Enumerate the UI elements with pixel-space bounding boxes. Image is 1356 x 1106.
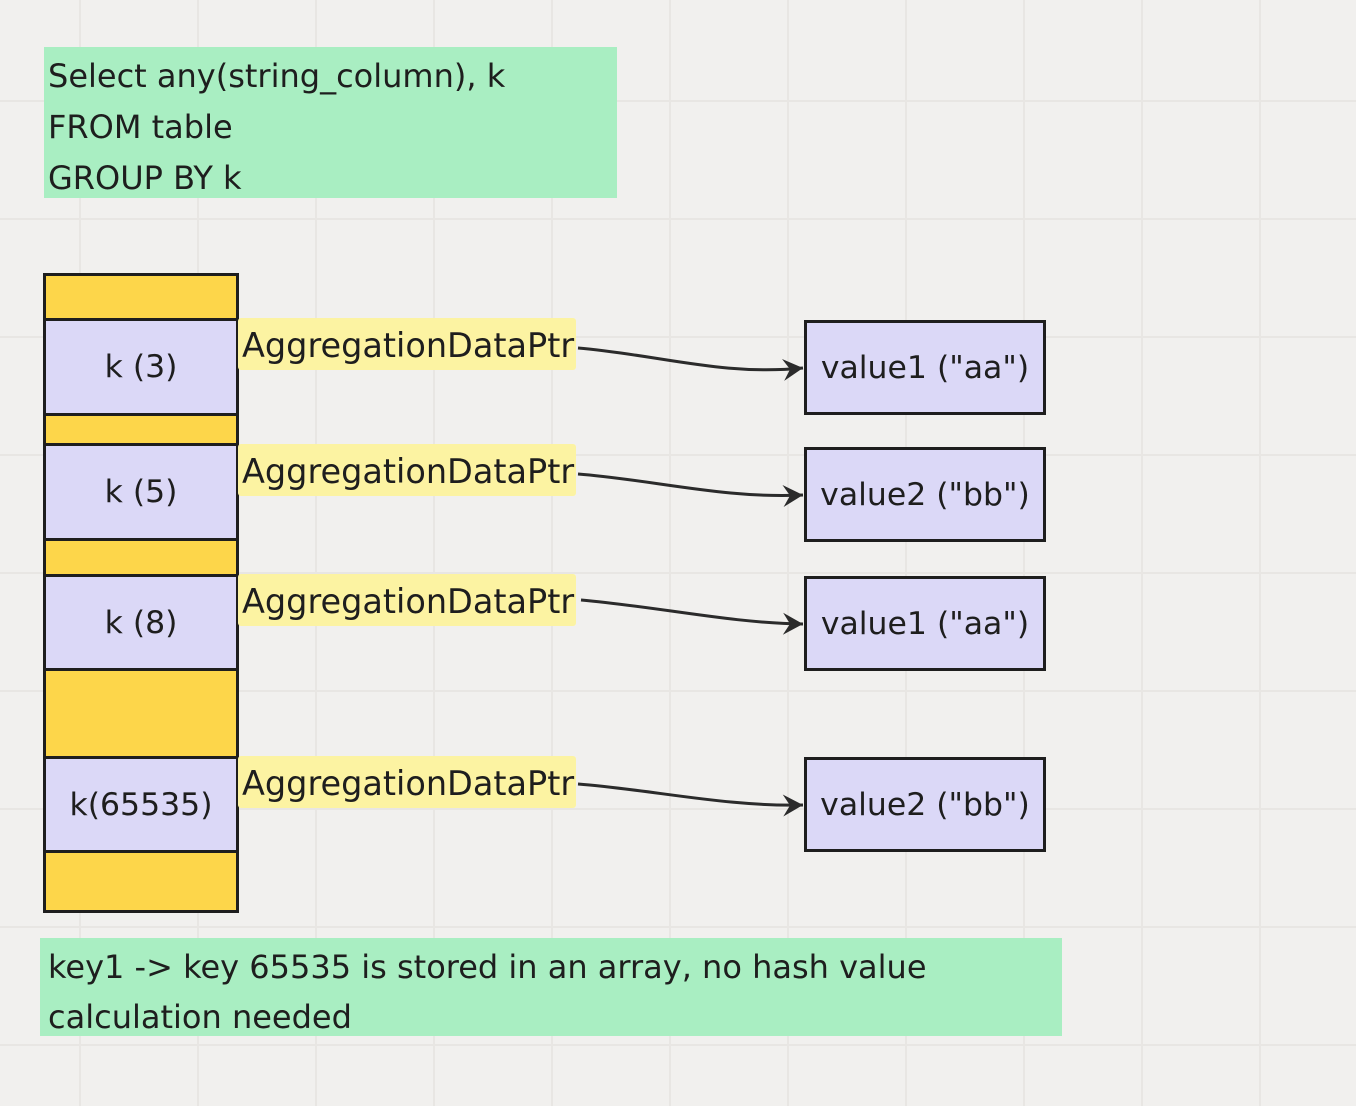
value-box-label: value1 ("aa")	[820, 605, 1030, 642]
aggregation-data-ptr-label: AggregationDataPtr	[238, 574, 576, 626]
sql-query-note: Select any(string_column), k FROM table …	[44, 47, 617, 198]
array-cell-key-3: k (3)	[46, 318, 236, 413]
key-array-column: k (3) k (5) k (8) k(65535)	[43, 273, 239, 913]
sql-query-line: FROM table	[48, 108, 233, 146]
pointer-arrow-2	[577, 472, 804, 508]
array-cell-empty	[46, 538, 236, 574]
pointer-arrow-1	[577, 346, 804, 381]
sql-query-line: Select any(string_column), k	[48, 57, 506, 95]
array-cell-label: k (5)	[104, 474, 178, 510]
array-cell-empty	[46, 276, 236, 318]
value-box-3: value1 ("aa")	[804, 576, 1046, 671]
value-box-label: value2 ("bb")	[820, 476, 1030, 513]
value-box-label: value2 ("bb")	[820, 786, 1030, 823]
footnote-note: key1 -> key 65535 is stored in an array,…	[40, 938, 1062, 1036]
value-box-2: value2 ("bb")	[804, 447, 1046, 542]
array-cell-key-65535: k(65535)	[46, 756, 236, 850]
array-cell-empty	[46, 850, 236, 910]
pointer-arrow-3	[580, 598, 804, 635]
sql-query-line: GROUP BY k	[48, 159, 242, 197]
array-cell-key-5: k (5)	[46, 443, 236, 538]
pointer-arrow-4	[577, 782, 804, 817]
aggregation-data-ptr-label: AggregationDataPtr	[238, 756, 576, 808]
array-cell-label: k (8)	[104, 604, 178, 641]
array-cell-empty	[46, 413, 236, 443]
value-box-1: value1 ("aa")	[804, 320, 1046, 415]
aggregation-data-ptr-label: AggregationDataPtr	[238, 318, 576, 370]
array-cell-key-8: k (8)	[46, 574, 236, 668]
array-cell-empty	[46, 668, 236, 756]
array-cell-label: k(65535)	[69, 786, 213, 823]
value-box-4: value2 ("bb")	[804, 757, 1046, 852]
array-cell-label: k (3)	[104, 349, 178, 385]
value-box-label: value1 ("aa")	[820, 349, 1030, 386]
aggregation-data-ptr-label: AggregationDataPtr	[238, 444, 576, 496]
